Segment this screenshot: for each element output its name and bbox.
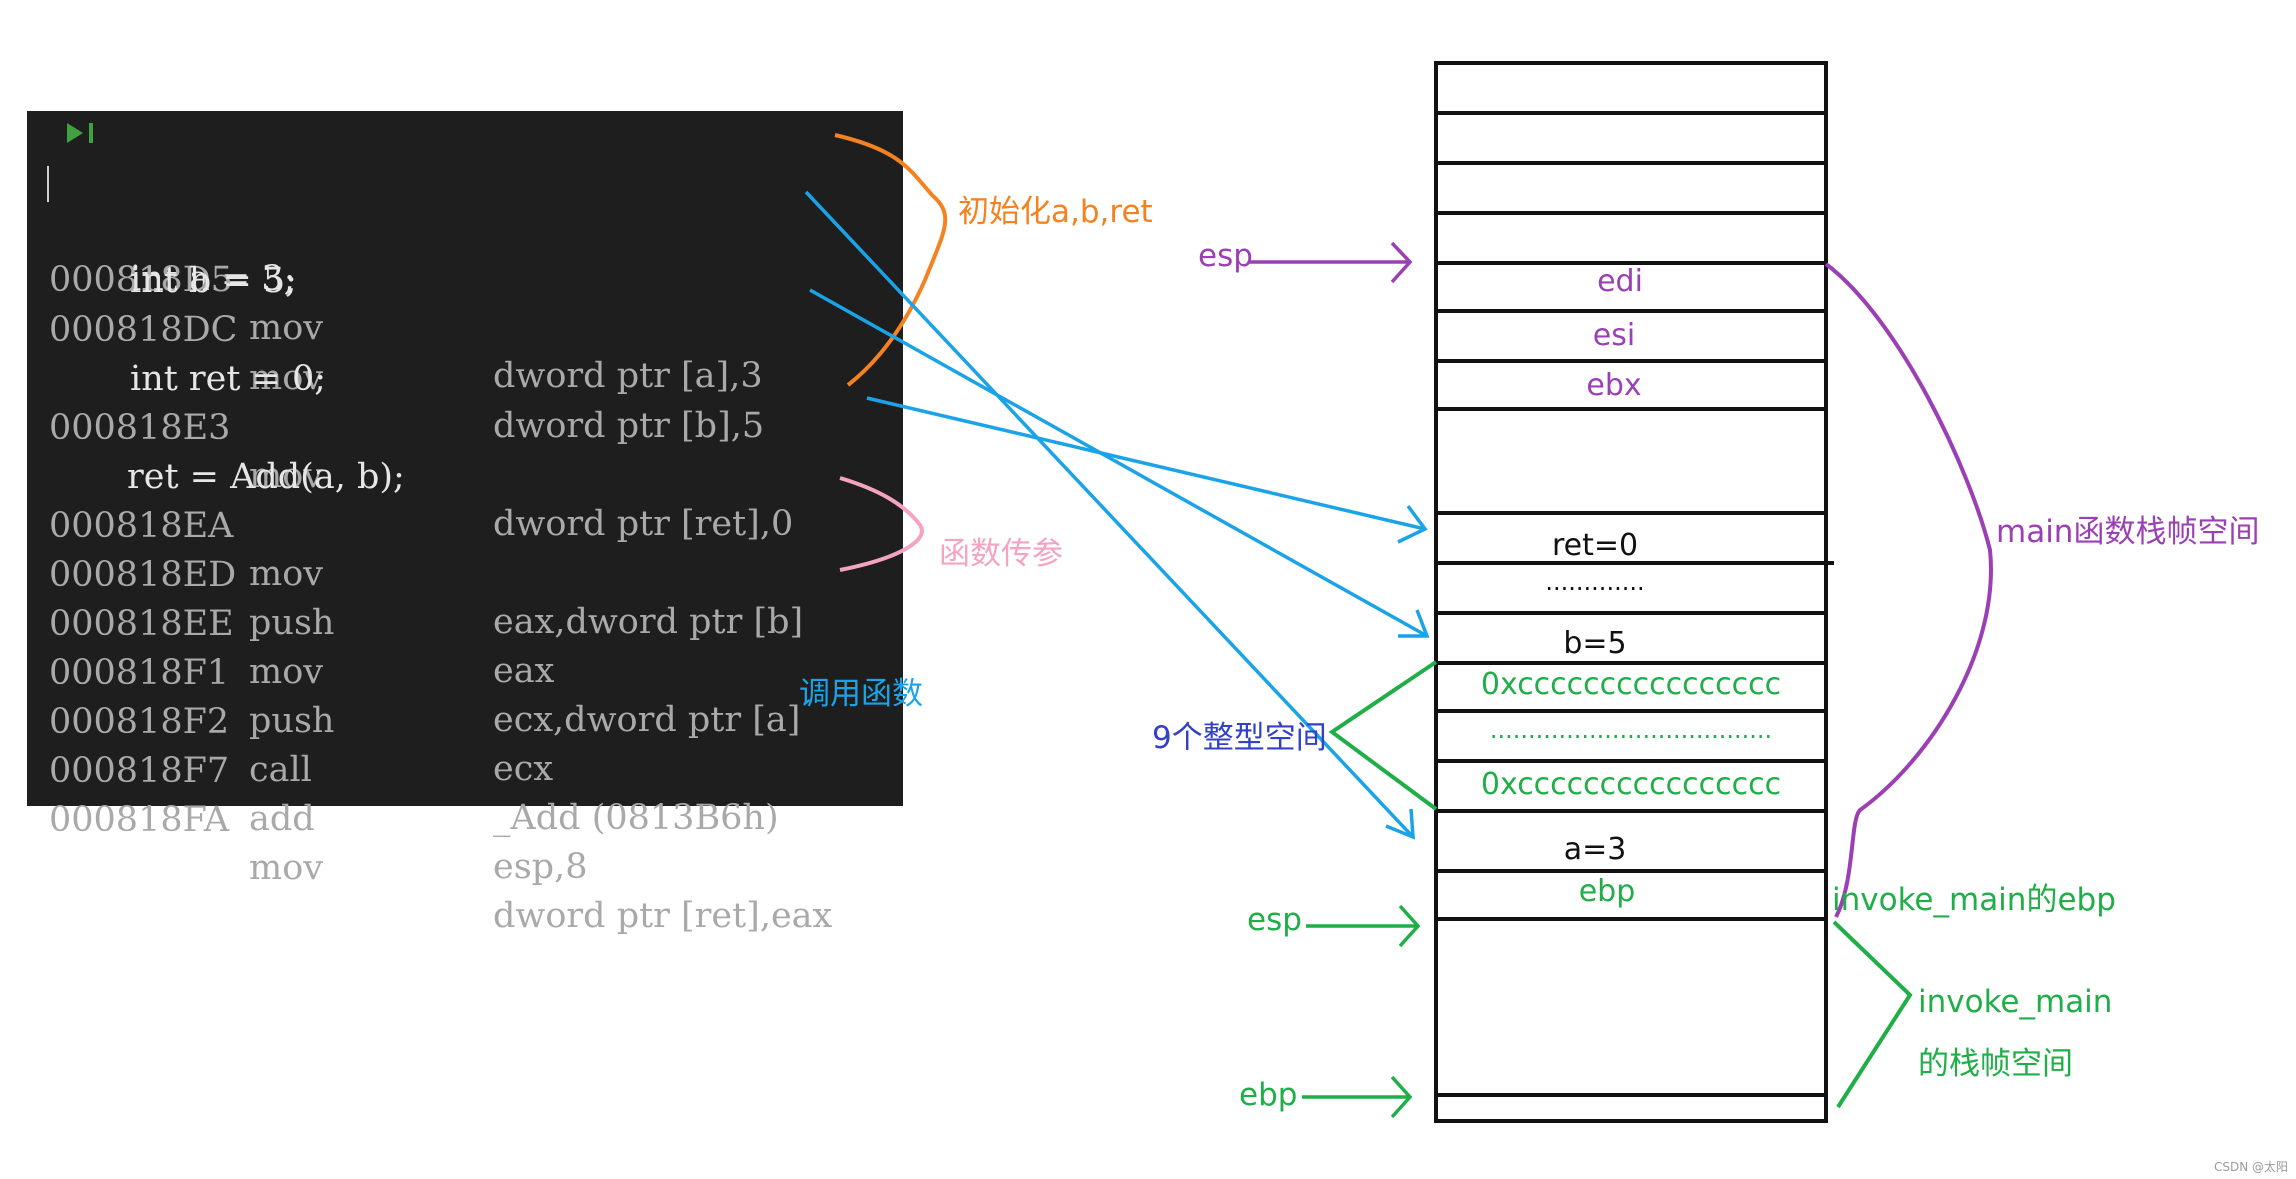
init-brace <box>834 133 948 387</box>
init-label: 初始化a,b,ret <box>958 194 1153 230</box>
asm-opcode: mov <box>249 554 324 594</box>
asm-opcode: push <box>249 603 335 643</box>
slot-b: b=5 <box>1563 626 1627 661</box>
main-frame-curve <box>1824 262 1993 918</box>
source-line-int-b: int b = 5; <box>27 209 903 301</box>
asm-operand: dword ptr [ret],0 <box>493 504 794 544</box>
stack-box <box>1434 61 1834 1123</box>
asm-opcode: mov <box>249 308 324 348</box>
slot-esi: esi <box>1592 318 1636 353</box>
slot-ellipsis: ............. <box>1545 568 1645 596</box>
asm-address: 000818D5 <box>49 260 233 300</box>
asm-operand: _Add (0813B6h) <box>493 798 779 838</box>
esp-top-arrow <box>1248 241 1413 284</box>
asm-line: 000818F7 add esp,8 <box>27 699 903 887</box>
asm-opcode: push <box>249 701 335 741</box>
asm-address: 000818ED <box>49 555 237 595</box>
asm-address: 000818DC <box>49 310 238 350</box>
source-line-int-ret: int ret = 0; <box>27 307 903 399</box>
asm-operand: eax,dword ptr [b] <box>493 602 804 642</box>
asm-address: 000818EE <box>49 604 234 644</box>
asm-address: 000818FA <box>49 800 230 840</box>
call-label: 调用函数 <box>799 676 923 712</box>
asm-operand: ecx <box>493 749 554 789</box>
disassembly-panel: int a = 3; 000818D5 mov dword ptr [a],3 … <box>27 111 903 936</box>
asm-line: 000818D5 mov dword ptr [a],3 <box>27 160 903 396</box>
text-caret-icon <box>47 166 49 202</box>
slot-cc-bottom: 0xcccccccccccccccc <box>1480 767 1782 802</box>
args-brace <box>839 476 924 572</box>
slot-ret: ret=0 <box>1551 528 1639 563</box>
asm-line: 000818EE mov ecx,dword ptr [a] <box>27 552 903 740</box>
main-frame-label: main函数栈帧空间 <box>1996 514 2260 550</box>
ebp-bottom-label: ebp <box>1239 1077 1298 1113</box>
slot-ebp: ebp <box>1578 874 1636 909</box>
asm-operand: esp,8 <box>493 847 588 887</box>
esp-top-label: esp <box>1198 238 1253 274</box>
source-text: int ret = 0; <box>130 359 327 399</box>
pass-args-label: 函数传参 <box>939 536 1063 572</box>
asm-address: 000818EA <box>49 506 234 546</box>
source-text: ret = Add(a, b); <box>127 457 405 497</box>
nine-ints-label: 9个整型空间 <box>1152 720 1327 756</box>
run-cursor-icon <box>67 123 83 143</box>
asm-line: 000818F2 call _Add (0813B6h) <box>27 650 903 838</box>
asm-opcode: mov <box>249 652 324 692</box>
asm-opcode: call <box>249 750 312 790</box>
source-text: int b = 5; <box>130 261 297 301</box>
asm-address: 000818F2 <box>49 702 230 742</box>
run-cursor-bar-icon <box>89 123 93 143</box>
asm-operand: dword ptr [ret],eax <box>493 896 833 936</box>
asm-operand: dword ptr [b],5 <box>493 406 765 446</box>
invoke-main-ebp-label: invoke_main的ebp <box>1832 882 2116 918</box>
asm-line: 000818ED push eax <box>27 503 903 691</box>
a-arrow <box>804 190 1415 840</box>
ebp-bottom-arrow <box>1302 1075 1413 1119</box>
source-line-int-a: int a = 3; <box>27 111 903 299</box>
asm-opcode: mov <box>249 848 324 888</box>
b-arrow <box>809 288 1430 638</box>
asm-line: 000818FA mov dword ptr [ret],eax <box>27 748 903 936</box>
invoke-main-frame-label-1: invoke_main <box>1918 984 2113 1020</box>
asm-opcode: add <box>249 799 315 839</box>
asm-address: 000818F7 <box>49 751 230 791</box>
ret-arrow <box>866 396 1428 544</box>
invoke-main-brace <box>1832 920 1913 1109</box>
slot-cc-ellipsis: ..................................... <box>1489 716 1773 744</box>
slot-edi: edi <box>1597 264 1643 299</box>
asm-opcode: mov <box>249 456 324 496</box>
esp-bottom-label: esp <box>1247 902 1302 938</box>
asm-opcode: mov <box>249 358 324 398</box>
watermark: CSDN @太阳 <box>2213 1160 2288 1174</box>
nine-ints-brace <box>1328 660 1438 811</box>
slot-a: a=3 <box>1563 832 1627 867</box>
asm-line: 000818E3 mov dword ptr [ret],0 <box>27 356 903 544</box>
esp-bottom-arrow <box>1306 904 1421 948</box>
asm-address: 000818F1 <box>49 653 230 693</box>
asm-operand: ecx,dword ptr [a] <box>493 700 801 740</box>
asm-line: 000818F1 push ecx <box>27 601 903 789</box>
source-text: int a = 3; <box>130 259 296 299</box>
slot-cc-top: 0xcccccccccccccccc <box>1480 667 1782 702</box>
invoke-main-frame-label-2: 的栈帧空间 <box>1918 1046 2073 1082</box>
asm-line: 000818EA mov eax,dword ptr [b] <box>27 454 903 642</box>
asm-address: 000818E3 <box>49 408 231 448</box>
source-line-call-add: ret = Add(a, b); <box>27 405 903 497</box>
slot-ebx: ebx <box>1586 368 1642 403</box>
asm-operand: eax <box>493 651 555 691</box>
asm-line: 000818DC mov dword ptr [b],5 <box>27 258 903 446</box>
asm-operand: dword ptr [a],3 <box>493 356 763 396</box>
